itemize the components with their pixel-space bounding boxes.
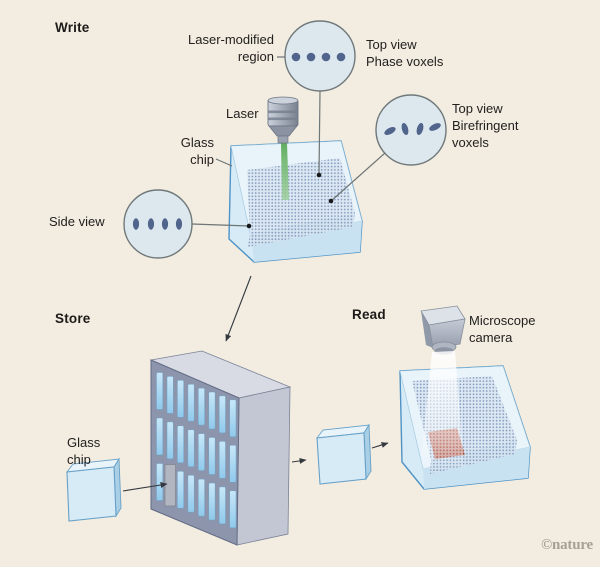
side-voxel-dot — [132, 218, 140, 230]
chip-to-rack-arrow — [122, 482, 168, 492]
storage-slot — [218, 441, 226, 479]
read-glass-chip-illustration — [399, 365, 531, 490]
store-glass-chip-illustration — [66, 457, 122, 522]
phase-voxel-dot — [291, 52, 301, 62]
rack-side-face — [236, 386, 291, 546]
birefringent-voxel-dot — [429, 123, 441, 131]
magnifier-circle — [375, 94, 447, 166]
empty-storage-slot — [164, 464, 176, 507]
birefringent-voxel-dot — [384, 127, 396, 135]
glass-chip-front-wall — [423, 447, 530, 489]
anchor-dot — [328, 198, 334, 204]
camera-front-face — [428, 318, 466, 349]
birefringent-voxel-dot — [401, 122, 409, 136]
side-view-label: Side view — [49, 214, 105, 229]
anchor-dot — [316, 172, 322, 178]
storage-slot — [198, 387, 205, 426]
write-to-store-arrow — [225, 275, 252, 342]
microscope-camera-label: Microscope camera — [469, 313, 536, 345]
laser-icon — [267, 96, 299, 144]
storage-slot — [208, 482, 216, 521]
glass-chip-label-write: Glass chip — [180, 135, 214, 167]
camera-light-beam — [420, 351, 464, 470]
storage-slot — [156, 463, 164, 501]
chip-front — [316, 432, 367, 485]
phase-voxel-dot — [306, 52, 316, 62]
laser-top-cap — [267, 96, 299, 105]
birefringent-callout-line — [330, 152, 386, 202]
storage-rack-illustration — [149, 350, 292, 546]
nature-credit: ©nature — [540, 537, 593, 553]
voxel-grid — [247, 158, 355, 233]
chip-to-read-arrow — [371, 442, 389, 449]
phase-callout-line — [318, 90, 321, 176]
laser-label: Laser — [226, 106, 259, 121]
callout-anchor-dots — [246, 172, 334, 229]
laser-taper — [268, 125, 298, 137]
laser-beam — [281, 143, 289, 200]
write-glass-chip-illustration — [228, 140, 363, 263]
glass-chip-callout-line — [215, 158, 233, 167]
side-view-circle — [123, 189, 193, 259]
storage-slot — [229, 399, 237, 438]
glass-chip-label-store: Glass chip — [67, 435, 101, 467]
write-section-title: Write — [55, 20, 90, 35]
storage-slot — [166, 421, 174, 460]
storage-slot — [166, 376, 174, 414]
phase-voxel-dot — [321, 52, 331, 62]
top-view-phase-voxels-label: Top view Phase voxels — [366, 37, 444, 69]
laser-nozzle — [277, 135, 289, 144]
storage-slot — [187, 429, 195, 467]
storage-slot — [187, 383, 195, 422]
side-voxel-dot — [175, 218, 183, 230]
chip-front — [66, 466, 117, 522]
storage-slot — [198, 478, 205, 517]
side-view-voxel-dots — [132, 218, 183, 230]
storage-slot — [229, 445, 237, 483]
side-voxel-dot — [161, 218, 169, 230]
rack-to-chip-arrow — [291, 457, 307, 464]
storage-slot — [156, 372, 164, 410]
storage-slot — [218, 395, 226, 434]
read-section-title: Read — [352, 307, 386, 322]
storage-slot — [177, 380, 184, 418]
storage-slot — [177, 425, 184, 464]
side-voxel-dot — [147, 218, 155, 230]
birefringent-voxel-dot — [416, 122, 424, 136]
laser-modified-region-label: Laser-modified region — [188, 32, 274, 64]
phase-voxels-circle — [284, 20, 356, 92]
microscope-camera-icon — [420, 305, 466, 355]
anchor-dot — [246, 223, 252, 229]
laser-band — [268, 117, 298, 121]
storage-slot — [187, 474, 195, 513]
storage-slot — [156, 417, 164, 456]
top-view-birefringent-voxels-label: Top view Birefringent voxels — [452, 101, 519, 150]
storage-slot — [208, 391, 216, 430]
phase-voxel-dot — [336, 52, 346, 62]
storage-slot — [177, 471, 184, 509]
storage-slot — [229, 490, 237, 529]
camera-left-face — [421, 311, 433, 348]
birefringent-voxels-circle — [375, 94, 447, 166]
birefringent-voxel-dots — [384, 122, 441, 136]
glass-chip-front-wall — [252, 221, 362, 262]
voxel-grid-edge — [248, 213, 355, 247]
store-section-title: Store — [55, 311, 91, 326]
storage-slot — [208, 437, 216, 475]
magnifier-circle — [284, 20, 356, 92]
storage-slot — [218, 486, 226, 525]
transfer-glass-chip-illustration — [316, 423, 372, 485]
phase-voxel-dots — [291, 52, 346, 62]
magnifier-circle — [123, 189, 193, 259]
storage-slot — [198, 433, 205, 471]
laser-band — [268, 110, 298, 114]
side-view-callout-line — [191, 223, 250, 227]
